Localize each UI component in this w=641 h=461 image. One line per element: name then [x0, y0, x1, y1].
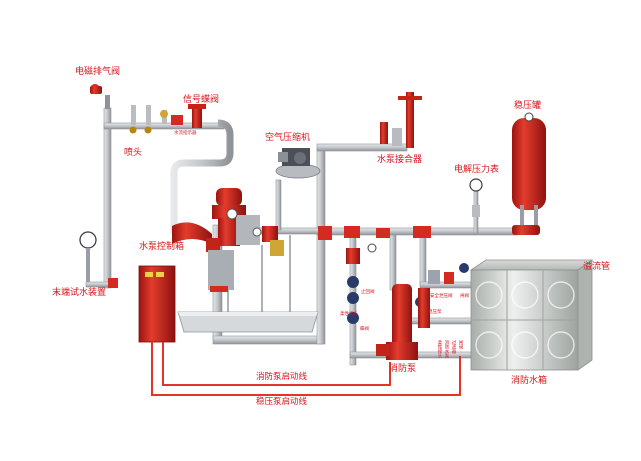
label-air-compressor: 空气压缩机	[265, 133, 311, 143]
label-safety-valve: 安全泄压阀	[430, 294, 453, 299]
label-electric-pressure-gauge: 电解压力表	[454, 165, 500, 175]
water-flow-indicator	[171, 115, 183, 125]
label-fire-water-tank: 消防水箱	[511, 376, 548, 386]
label-check-valve: 止回阀	[361, 290, 375, 295]
label-vertical-b: 消防水泵	[444, 340, 449, 358]
label-solenoid-vent-valve: 电磁排气阀	[75, 67, 121, 77]
fire-pump	[376, 284, 430, 360]
label-signal-butterfly-valve: 信号蝶阀	[183, 95, 220, 105]
label-vertical-d: 闸阀	[458, 340, 463, 349]
start-signal-lines	[151, 342, 461, 396]
signal-butterfly-valve	[188, 104, 206, 128]
pump-adapter	[380, 92, 422, 148]
label-sprinkler-head: 喷头	[124, 148, 143, 158]
label-vertical-a: 柔性接头	[437, 340, 442, 358]
label-soft-joint: 柔性接头	[340, 312, 358, 317]
valve-cluster	[318, 226, 469, 324]
label-water-flow-indicator: 水流指示器	[174, 131, 197, 136]
label-butterfly-valve: 蝶阀	[360, 327, 369, 332]
alarm-valve-assembly	[172, 188, 284, 292]
drain-trough	[177, 311, 319, 333]
label-overflow-pipe: 溢流管	[583, 262, 611, 272]
air-compressor	[275, 148, 321, 179]
label-pump-adapter: 水泵接合器	[377, 155, 423, 165]
label-pressure-tank: 稳压罐	[514, 101, 542, 111]
label-pump-control-box: 水泵控制箱	[139, 242, 185, 252]
label-stabilizer-pump: 稳压泵	[428, 310, 442, 315]
pump-control-box	[138, 265, 176, 343]
solenoid-vent-valve	[90, 84, 110, 109]
label-gate-valve: 闸阀	[460, 294, 469, 299]
label-vertical-c: 过滤器	[451, 340, 456, 354]
pressure-tank	[512, 112, 546, 235]
label-fire-pump-start-line: 消防泵启动线	[256, 372, 308, 382]
label-stabilizer-pump-start-line: 稳压泵启动线	[256, 397, 308, 407]
label-end-test-device: 末端试水装置	[52, 288, 107, 298]
electric-pressure-gauge	[469, 178, 483, 217]
end-test-device	[79, 231, 118, 288]
sprinkler-head	[129, 105, 168, 134]
label-fire-pump: 消防泵	[389, 364, 417, 374]
fire-water-tank	[469, 259, 594, 371]
